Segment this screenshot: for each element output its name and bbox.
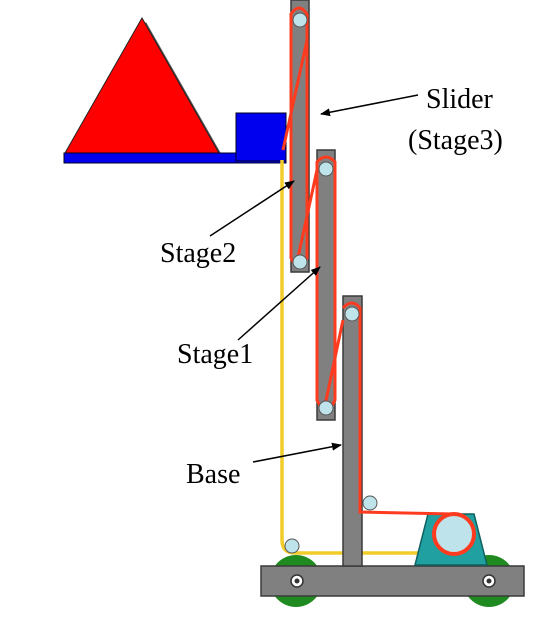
stage1-arrow xyxy=(237,266,321,341)
slider-arrow xyxy=(320,94,419,117)
corner-pulley xyxy=(284,538,300,554)
slider-label: Slider xyxy=(426,84,494,115)
pulley-stage1-top xyxy=(318,161,334,177)
pulley-stage1-bottom xyxy=(318,400,334,416)
base-stage-bar xyxy=(342,295,363,567)
base-arrow xyxy=(252,442,342,463)
red-cable-cross-2 xyxy=(295,169,319,263)
stage1-label: Stage1 xyxy=(177,339,253,370)
payload xyxy=(63,16,287,164)
base-label: Base xyxy=(186,459,240,490)
chassis xyxy=(260,512,525,607)
payload-block xyxy=(235,112,287,162)
stage-pulleys xyxy=(292,12,378,511)
stage2-arrow xyxy=(209,180,295,237)
right-axle-pin xyxy=(486,578,492,584)
left-axle-pin xyxy=(294,578,300,584)
pulley-base-side xyxy=(362,495,378,511)
base-plate xyxy=(260,565,525,597)
pulley-stage2-bottom xyxy=(292,254,308,270)
yellow-cable xyxy=(280,160,440,555)
red-cable-loop-lower xyxy=(341,301,455,516)
pulley-base-top xyxy=(344,306,360,322)
motor-pulley xyxy=(432,512,476,556)
stage2-label: Stage2 xyxy=(160,238,236,269)
red-cable-cross-3 xyxy=(322,319,345,411)
pulley-stage2-top xyxy=(292,12,308,28)
stage1-bar xyxy=(316,149,336,421)
triangle-payload-face xyxy=(64,16,220,154)
leader-arrows xyxy=(209,94,419,463)
red-cable-cross-1 xyxy=(281,39,309,151)
stage3-label: (Stage3) xyxy=(408,125,503,156)
